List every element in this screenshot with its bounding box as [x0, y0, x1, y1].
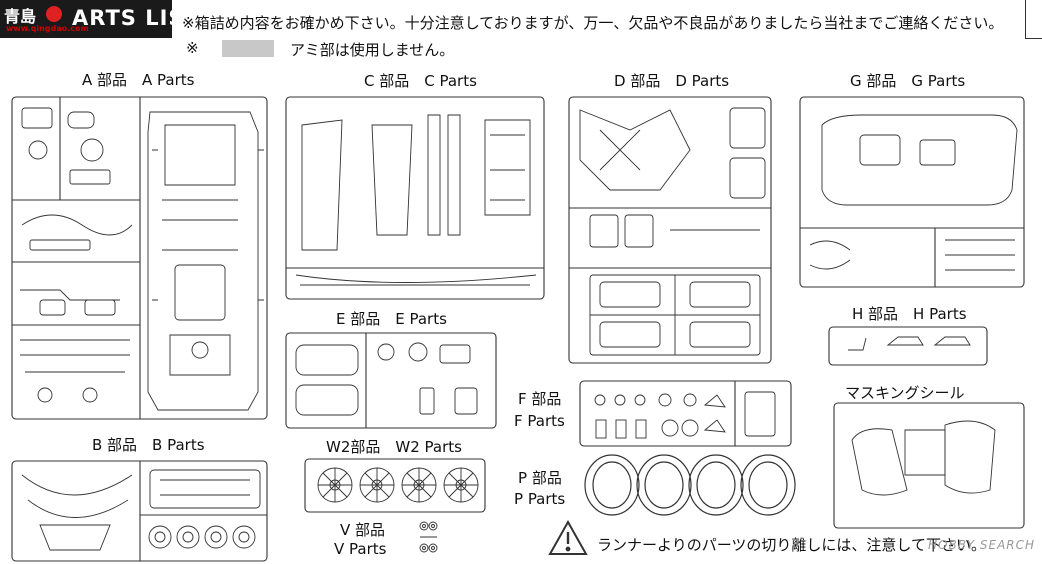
label-b-parts: B 部品 B Parts — [92, 436, 205, 454]
label-c-parts: C 部品 C Parts — [364, 72, 477, 90]
sprue-f — [579, 380, 792, 447]
label-a-parts: A 部品 A Parts — [82, 71, 195, 89]
p-tires — [584, 454, 796, 516]
label-h-parts: H 部品 H Parts — [852, 305, 967, 323]
label-f-parts-en: F Parts — [514, 412, 565, 430]
watermark-logo: 青島 — [2, 2, 66, 36]
sprue-h — [828, 326, 988, 366]
notice-line1: ※箱詰め内容をお確かめ下さい。十分注意しておりますが、万一、欠品や不良品がありま… — [182, 14, 1004, 32]
watermark-url: www.qingdao.com — [6, 24, 89, 33]
label-masking-seal: マスキングシール — [845, 384, 965, 402]
page-corner-fold — [1025, 0, 1042, 39]
sprue-w2 — [304, 458, 486, 513]
masking-seal — [833, 402, 1025, 529]
notice-line2-text: アミ部は使用しません。 — [290, 41, 455, 59]
label-v-parts-en: V Parts — [334, 540, 387, 558]
sprue-a — [11, 96, 268, 420]
warning-text: ランナーよりのパーツの切り離しには、注意して下さい。 — [597, 536, 986, 554]
sprue-c — [285, 96, 545, 300]
mesh-swatch — [222, 40, 274, 57]
label-e-parts: E 部品 E Parts — [336, 310, 447, 328]
warning-triangle-icon — [548, 519, 588, 555]
label-p-parts-en: P Parts — [514, 490, 566, 508]
watermark-logo-text: 青島 — [4, 7, 36, 26]
label-g-parts: G 部品 G Parts — [850, 72, 966, 90]
sprue-b — [11, 460, 268, 562]
v-parts — [419, 521, 438, 553]
label-f-parts-jp: F 部品 — [518, 390, 562, 408]
label-w2-parts: W2部品 W2 Parts — [326, 438, 462, 456]
sprue-e — [285, 332, 497, 429]
sprue-g — [799, 96, 1025, 288]
label-p-parts-jp: P 部品 — [518, 469, 562, 487]
hobby-search-watermark: HOBBY SEARCH — [928, 538, 1036, 552]
page-title: ARTS LIST — [72, 6, 200, 30]
notice-line2-prefix: ※ — [186, 39, 199, 57]
sprue-d — [568, 96, 772, 364]
label-d-parts: D 部品 D Parts — [614, 72, 730, 90]
label-v-parts-jp: V 部品 — [340, 521, 386, 539]
